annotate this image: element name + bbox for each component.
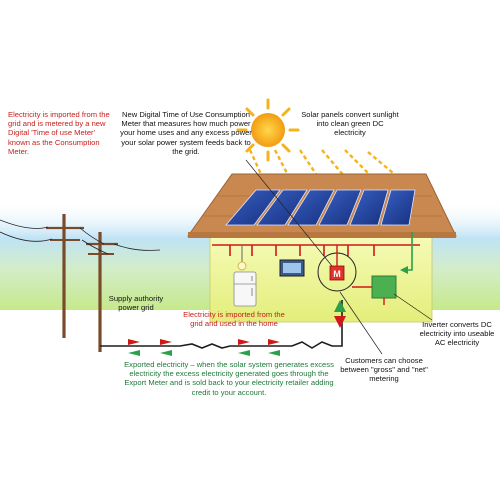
inverter-box-icon: [371, 275, 397, 299]
utility-pole-icon: [46, 214, 118, 352]
tv-icon: [279, 259, 305, 277]
solar-panels-label: Solar panels convert sunlight into clean…: [301, 110, 399, 138]
solar-panel-array: [225, 189, 416, 226]
new-meter-label: New Digital Time of Use Consumption Mete…: [120, 110, 252, 156]
metering-choice-label: Customers can choose between "gross" and…: [340, 356, 428, 384]
export-arrows: [128, 300, 346, 356]
leader-lines: [245, 159, 433, 355]
sun-icon: [236, 98, 300, 162]
power-lines: [0, 219, 161, 255]
house: M: [187, 173, 457, 323]
import-meter-label: Electricity is imported from the grid an…: [8, 110, 110, 156]
fridge-icon: [233, 271, 257, 307]
supply-grid-label: Supply authority power grid: [108, 294, 164, 313]
lamp-icon: [237, 245, 247, 271]
service-wire: [100, 300, 343, 349]
exported-electricity-label: Exported electricity – when the solar sy…: [124, 360, 334, 397]
inverter-label: Inverter converts DC electricity into us…: [419, 320, 495, 348]
meter-symbol: M: [333, 269, 341, 279]
import-arrows: [128, 316, 346, 345]
imported-home-label: Electricity is imported from the grid an…: [183, 310, 285, 329]
